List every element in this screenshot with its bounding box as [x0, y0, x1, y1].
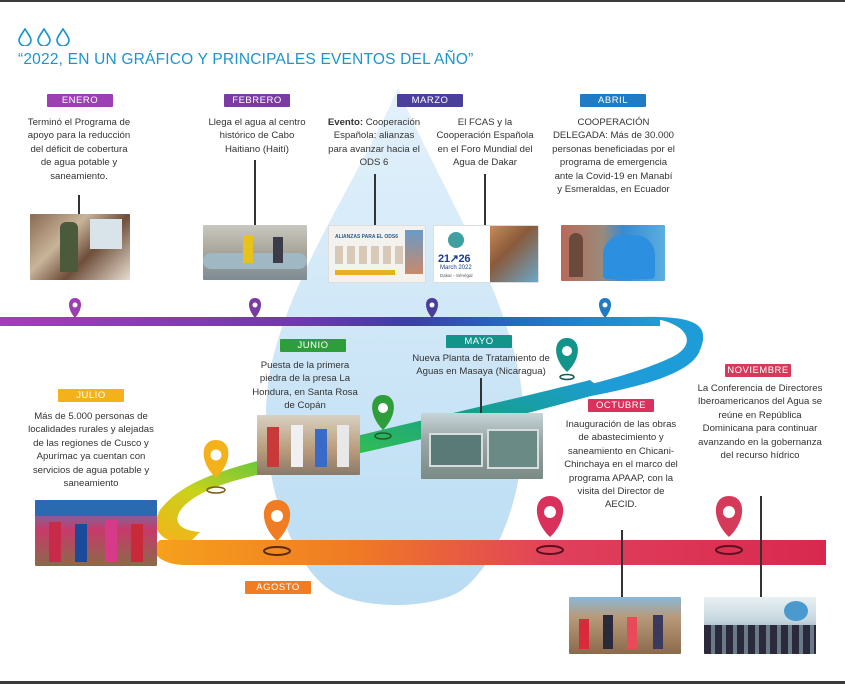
water-drop-icon — [18, 27, 32, 47]
poster-title: ALIANZAS PARA EL ODS6 — [335, 234, 398, 240]
photo-marzo-poster: ALIANZAS PARA EL ODS6 — [328, 225, 426, 283]
event-desc-marzo: Cooperación Española: alianzas para avan… — [328, 117, 421, 169]
pin-junio-icon — [372, 395, 394, 440]
bottom-border — [0, 681, 845, 684]
event-text-marzo-2: El FCAS y la Cooperación Española en el … — [436, 117, 534, 169]
connector-line-octubre — [621, 530, 623, 598]
event-text-marzo-1: Evento: Cooperación Española: alianzas p… — [324, 116, 424, 170]
month-label-enero: ENERO — [47, 94, 113, 107]
pin-enero-icon — [69, 298, 81, 318]
pin-mayo-icon — [556, 338, 578, 381]
month-label-octubre: OCTUBRE — [588, 399, 654, 412]
month-label-febrero: FEBRERO — [224, 94, 290, 107]
event-text-octubre: Inauguración de las obras de abastecimie… — [564, 419, 678, 511]
month-label-agosto: AGOSTO — [245, 581, 311, 594]
event-text-febrero: Llega el agua al centro histórico de Cab… — [208, 117, 306, 155]
road-bottom-segment — [152, 540, 826, 565]
poster-city: Dakar - Sénégal — [440, 273, 473, 278]
pin-noviembre-icon — [715, 496, 743, 555]
connector-line-marzo-2 — [484, 174, 486, 226]
page-title: “2022, EN UN GRÁFICO Y PRINCIPALES EVENT… — [18, 51, 474, 68]
pin-octubre-icon — [536, 496, 564, 555]
event-text-junio: Puesta de la primera piedra de la presa … — [252, 360, 358, 412]
poster-dates: 21↗26 — [438, 253, 471, 265]
event-text-mayo: Nueva Planta de Tratamiento de Aguas en … — [412, 353, 550, 378]
connector-line-mayo — [480, 378, 482, 414]
month-label-junio: JUNIO — [280, 339, 346, 352]
pin-julio-icon — [203, 440, 229, 494]
pin-agosto-icon — [263, 500, 291, 556]
pin-febrero-icon — [249, 298, 261, 318]
month-label-mayo: MAYO — [446, 335, 512, 348]
event-text-enero: Terminó el Programa de apoyo para la red… — [27, 117, 131, 182]
month-label-marzo: MARZO — [397, 94, 463, 107]
event-text-abril: COOPERACIÓN DELEGADA: Más de 30.000 pers… — [552, 117, 675, 196]
poster-month: March 2022 — [440, 265, 472, 271]
photo-octubre — [569, 597, 681, 654]
event-text-julio: Más de 5.000 personas de localidades rur… — [28, 411, 154, 490]
photo-julio — [35, 500, 157, 566]
pin-abril-icon — [599, 298, 611, 318]
photo-abril — [561, 225, 665, 281]
event-label-marzo: Evento: — [327, 117, 364, 128]
connector-line-noviembre — [760, 496, 762, 598]
water-drop-icon — [37, 27, 51, 47]
photo-noviembre — [704, 597, 816, 654]
month-label-abril: ABRIL — [580, 94, 646, 107]
header-drops — [18, 27, 70, 51]
water-drop-icon — [56, 27, 70, 47]
connector-line-enero — [78, 195, 80, 217]
top-border — [0, 0, 845, 2]
connector-line-febrero — [254, 160, 256, 226]
month-label-julio: JULIO — [58, 389, 124, 402]
photo-mayo — [421, 413, 543, 479]
photo-junio — [257, 415, 360, 475]
connector-line-marzo-1 — [374, 174, 376, 226]
photo-febrero — [203, 225, 307, 280]
pin-marzo-icon — [426, 298, 438, 318]
road-top-segment — [0, 317, 660, 326]
event-text-noviembre: La Conferencia de Directores Iberoameric… — [697, 383, 823, 462]
photo-enero — [30, 214, 130, 280]
photo-marzo-dakar: 21↗26 March 2022 Dakar - Sénégal — [433, 225, 539, 283]
month-label-noviembre: NOVIEMBRE — [725, 364, 791, 377]
